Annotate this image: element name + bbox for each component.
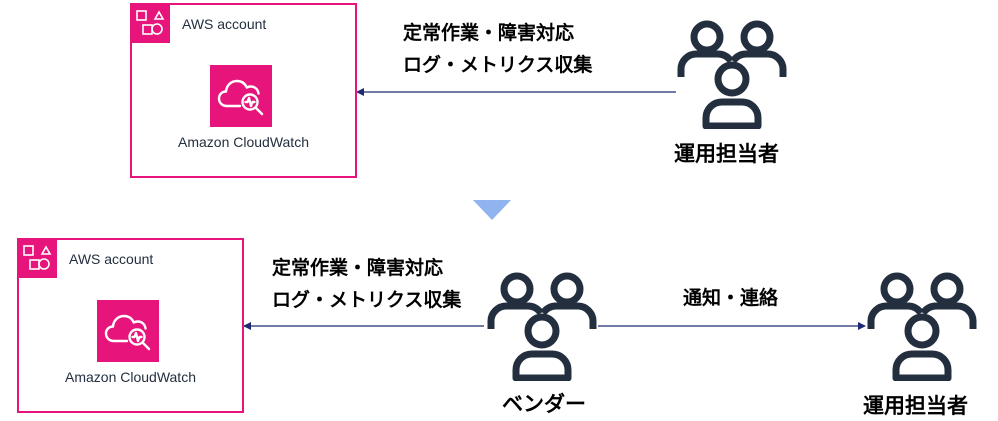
aws-account-group-icon — [17, 238, 57, 278]
service-label: Amazon CloudWatch — [178, 134, 309, 150]
account-title: AWS account — [69, 251, 154, 267]
aws-account-box-before: AWS account Amazon CloudWatch — [130, 3, 357, 178]
account-title: AWS account — [182, 16, 267, 32]
cloudwatch-icon — [97, 300, 159, 362]
notify-connection-label: 通知・連絡 — [683, 287, 779, 309]
cloudwatch-icon — [210, 65, 272, 127]
connection-label-line2: ログ・メトリクス収集 — [403, 54, 593, 76]
service-label: Amazon CloudWatch — [65, 369, 196, 385]
aws-account-box-after: AWS account Amazon CloudWatch — [17, 238, 244, 413]
users-icon — [676, 17, 788, 129]
connection-label-line1: 定常作業・障害対応 — [403, 22, 575, 44]
users-icon — [866, 269, 978, 381]
vendor-connection-label-line2: ログ・メトリクス収集 — [272, 289, 462, 311]
aws-account-group-icon — [130, 3, 170, 43]
actor-label-operator: 運用担当者 — [674, 142, 779, 166]
users-icon — [486, 269, 598, 381]
actor-label-vendor: ベンダー — [502, 392, 586, 416]
actor-label-operator: 運用担当者 — [863, 394, 968, 418]
transition-arrow — [473, 200, 511, 220]
vendor-connection-label-line1: 定常作業・障害対応 — [272, 257, 444, 279]
